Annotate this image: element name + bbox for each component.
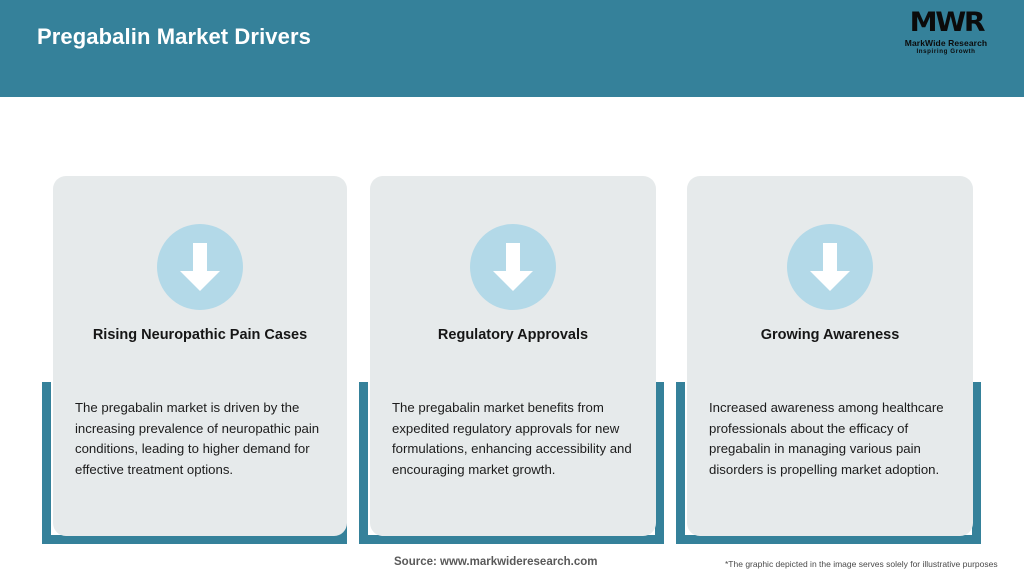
driver-card[interactable]: Regulatory Approvals The pregabalin mark… — [370, 176, 656, 536]
logo-tagline: Inspiring Growth — [916, 48, 976, 55]
driver-card[interactable]: Growing Awareness Increased awareness am… — [687, 176, 973, 536]
driver-card-group-3: Growing Awareness Increased awareness am… — [676, 97, 981, 552]
page-title: Pregabalin Market Drivers — [37, 24, 311, 49]
driver-card[interactable]: Rising Neuropathic Pain Cases The pregab… — [53, 176, 347, 536]
driver-card-title: Growing Awareness — [760, 327, 900, 343]
logo-monogram: MWR — [909, 7, 985, 38]
arrow-down-icon — [787, 224, 873, 310]
footer-source: Source: www.markwideresearch.com — [394, 556, 598, 568]
card-bracket-accent — [676, 382, 981, 544]
card-bracket-accent — [359, 382, 664, 544]
driver-card-group-1: Rising Neuropathic Pain Cases The pregab… — [42, 97, 347, 552]
driver-card-title: Rising Neuropathic Pain Cases — [92, 327, 308, 343]
driver-card-body: The pregabalin market is driven by the i… — [75, 400, 320, 477]
arrow-down-icon — [470, 224, 556, 310]
markwide-research-logo: MWR MarkWide Research Inspiring Growth — [894, 8, 998, 66]
driver-card-group-2: Regulatory Approvals The pregabalin mark… — [359, 97, 664, 552]
driver-card-title: Regulatory Approvals — [437, 327, 589, 343]
footer-disclaimer: *The graphic depicted in the image serve… — [725, 559, 998, 569]
arrow-down-icon — [157, 224, 243, 310]
driver-card-body: Increased awareness among healthcare pro… — [709, 400, 944, 477]
driver-card-body: The pregabalin market benefits from expe… — [392, 400, 632, 477]
logo-company-name: MarkWide Research — [904, 38, 988, 48]
driver-cards-container: Rising Neuropathic Pain Cases The pregab… — [0, 97, 1024, 552]
page-header: Pregabalin Market Drivers MWR MarkWide R… — [0, 0, 1024, 97]
